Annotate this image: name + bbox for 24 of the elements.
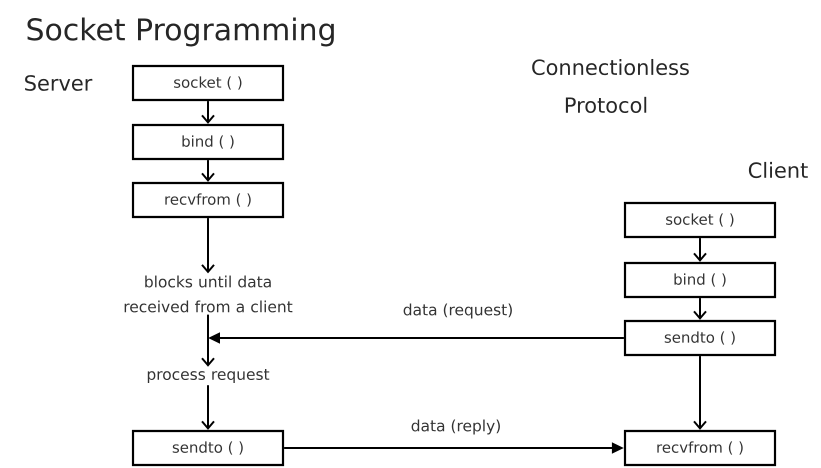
function-box: socket ( ) <box>624 202 776 238</box>
arrow <box>693 238 707 262</box>
function-box: recvfrom ( ) <box>132 182 284 218</box>
arrow <box>201 101 215 124</box>
arrow <box>693 298 707 320</box>
edge-label: data (reply) <box>410 418 502 436</box>
function-box: socket ( ) <box>132 64 284 102</box>
function-box: recvfrom ( ) <box>624 430 776 466</box>
function-box: bind ( ) <box>132 124 284 160</box>
arrow <box>693 356 707 430</box>
arrow <box>201 314 215 367</box>
step-text: blocks until data received from a client <box>124 276 292 312</box>
heading: Server <box>25 75 92 91</box>
function-box: bind ( ) <box>624 262 776 298</box>
arrow <box>201 218 215 274</box>
arrow <box>201 385 215 430</box>
step-text: process request <box>148 368 270 384</box>
function-box: sendto ( ) <box>624 320 776 356</box>
title: Socket Programming <box>28 18 334 46</box>
heading: Client <box>748 162 808 178</box>
heading: Connectionless Protocol <box>532 58 689 114</box>
arrow <box>201 160 215 182</box>
edge-label: data (request) <box>402 302 514 320</box>
function-box: sendto ( ) <box>132 430 284 466</box>
